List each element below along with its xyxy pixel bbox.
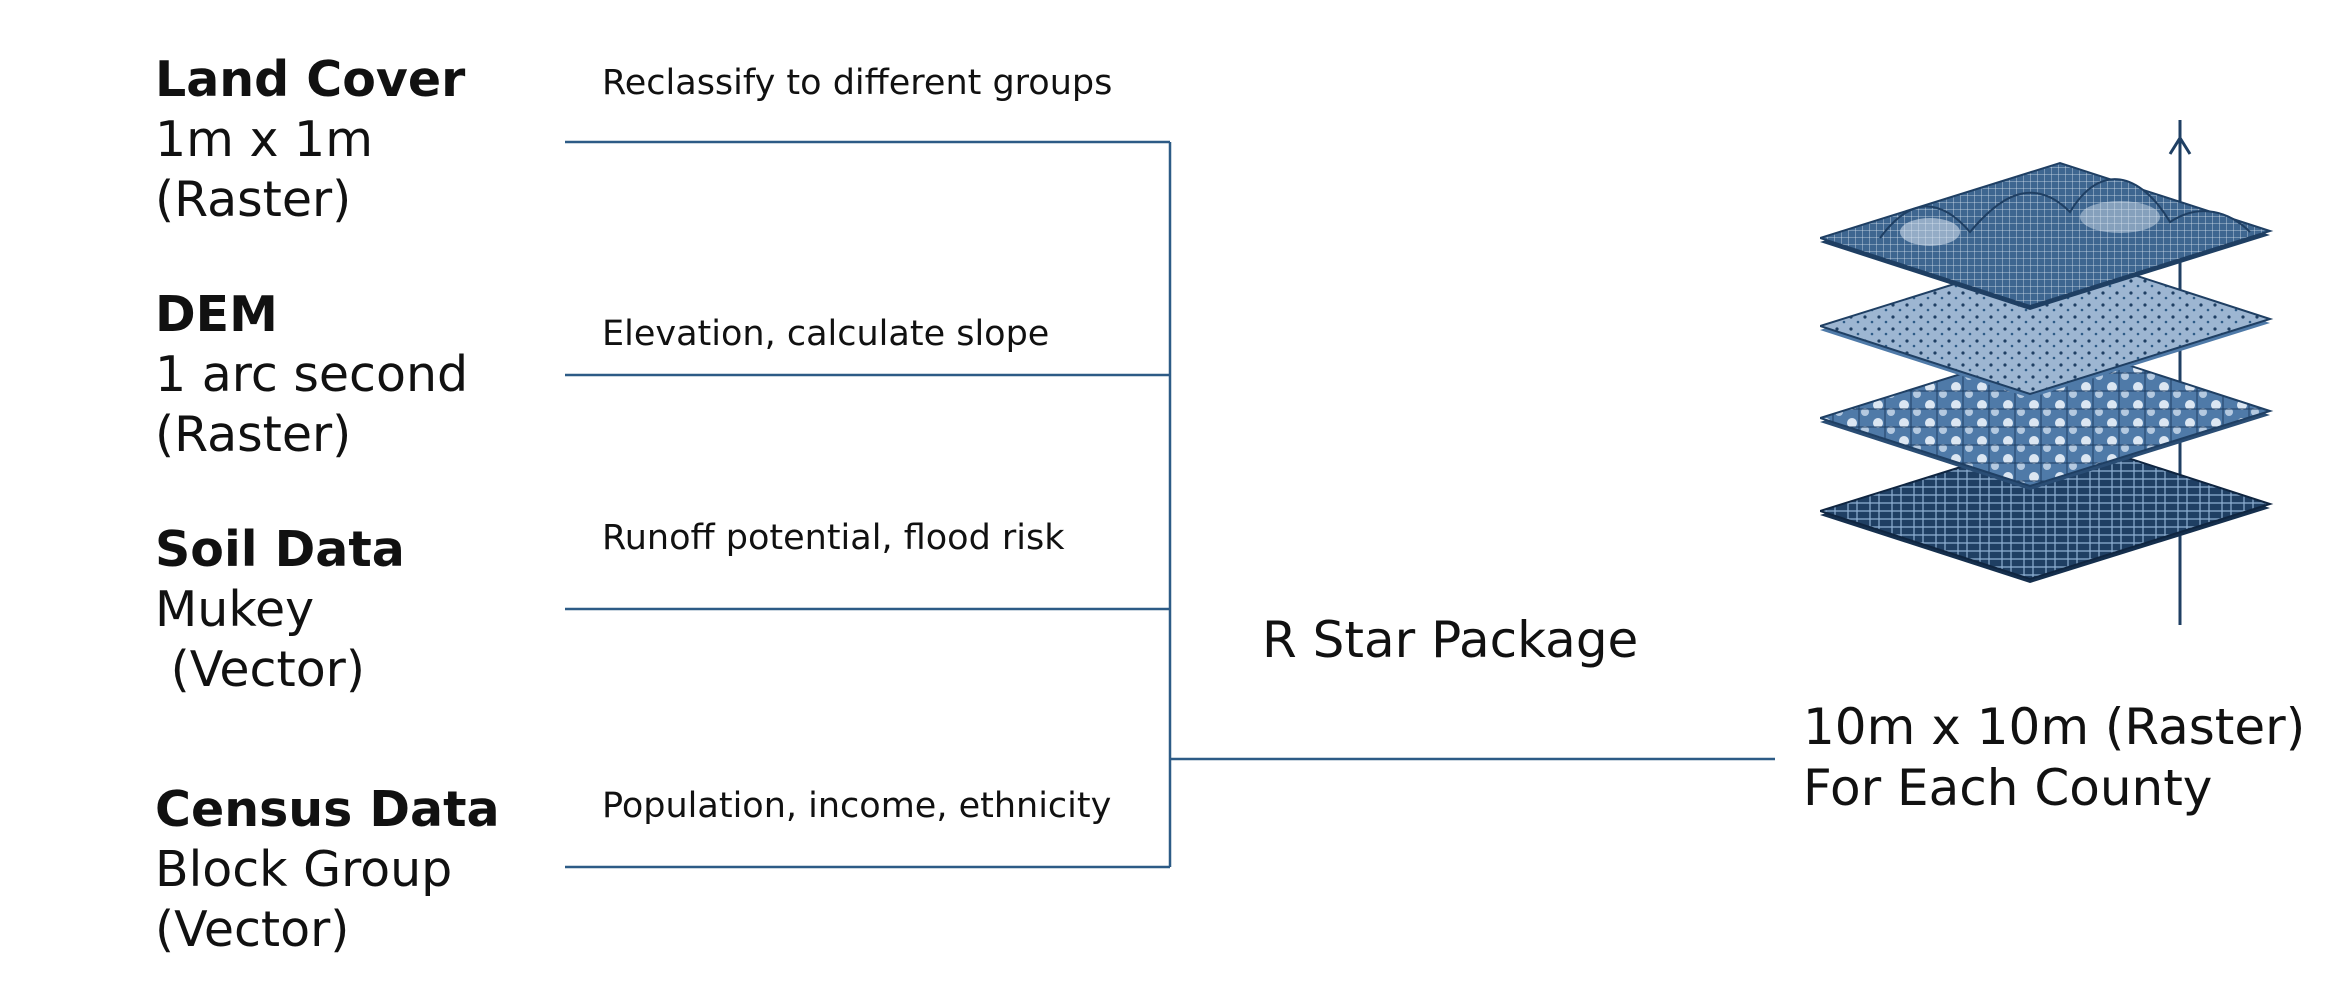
operation-census-data: Population, income, ethnicity bbox=[602, 786, 1112, 826]
raster-layer-stack-icon bbox=[1820, 120, 2274, 625]
source-title: Soil Data bbox=[155, 521, 405, 578]
output-label: 10m x 10m (Raster) For Each County bbox=[1803, 697, 2305, 819]
operation-land-cover: Reclassify to different groups bbox=[602, 63, 1113, 103]
source-type: (Raster) bbox=[155, 171, 352, 228]
source-type: (Vector) bbox=[155, 641, 365, 698]
source-title: Land Cover bbox=[155, 51, 466, 108]
output-scope: For Each County bbox=[1803, 759, 2213, 817]
source-resolution: 1 arc second bbox=[155, 346, 469, 403]
source-land-cover: Land Cover 1m x 1m (Raster) bbox=[155, 50, 465, 230]
package-label: R Star Package bbox=[1262, 611, 1639, 669]
operation-dem: Elevation, calculate slope bbox=[602, 314, 1050, 354]
operation-soil-data: Runoff potential, flood risk bbox=[602, 518, 1065, 558]
output-resolution: 10m x 10m (Raster) bbox=[1803, 698, 2306, 756]
source-census-data: Census Data Block Group (Vector) bbox=[155, 780, 500, 960]
source-resolution: Block Group bbox=[155, 841, 453, 898]
source-title: Census Data bbox=[155, 781, 500, 838]
source-soil-data: Soil Data Mukey (Vector) bbox=[155, 520, 405, 700]
source-resolution: Mukey bbox=[155, 581, 315, 638]
source-title: DEM bbox=[155, 286, 278, 343]
layer-terrain bbox=[1820, 161, 2274, 310]
source-type: (Vector) bbox=[155, 901, 350, 958]
source-resolution: 1m x 1m bbox=[155, 111, 373, 168]
source-type: (Raster) bbox=[155, 406, 352, 463]
source-dem: DEM 1 arc second (Raster) bbox=[155, 285, 468, 465]
